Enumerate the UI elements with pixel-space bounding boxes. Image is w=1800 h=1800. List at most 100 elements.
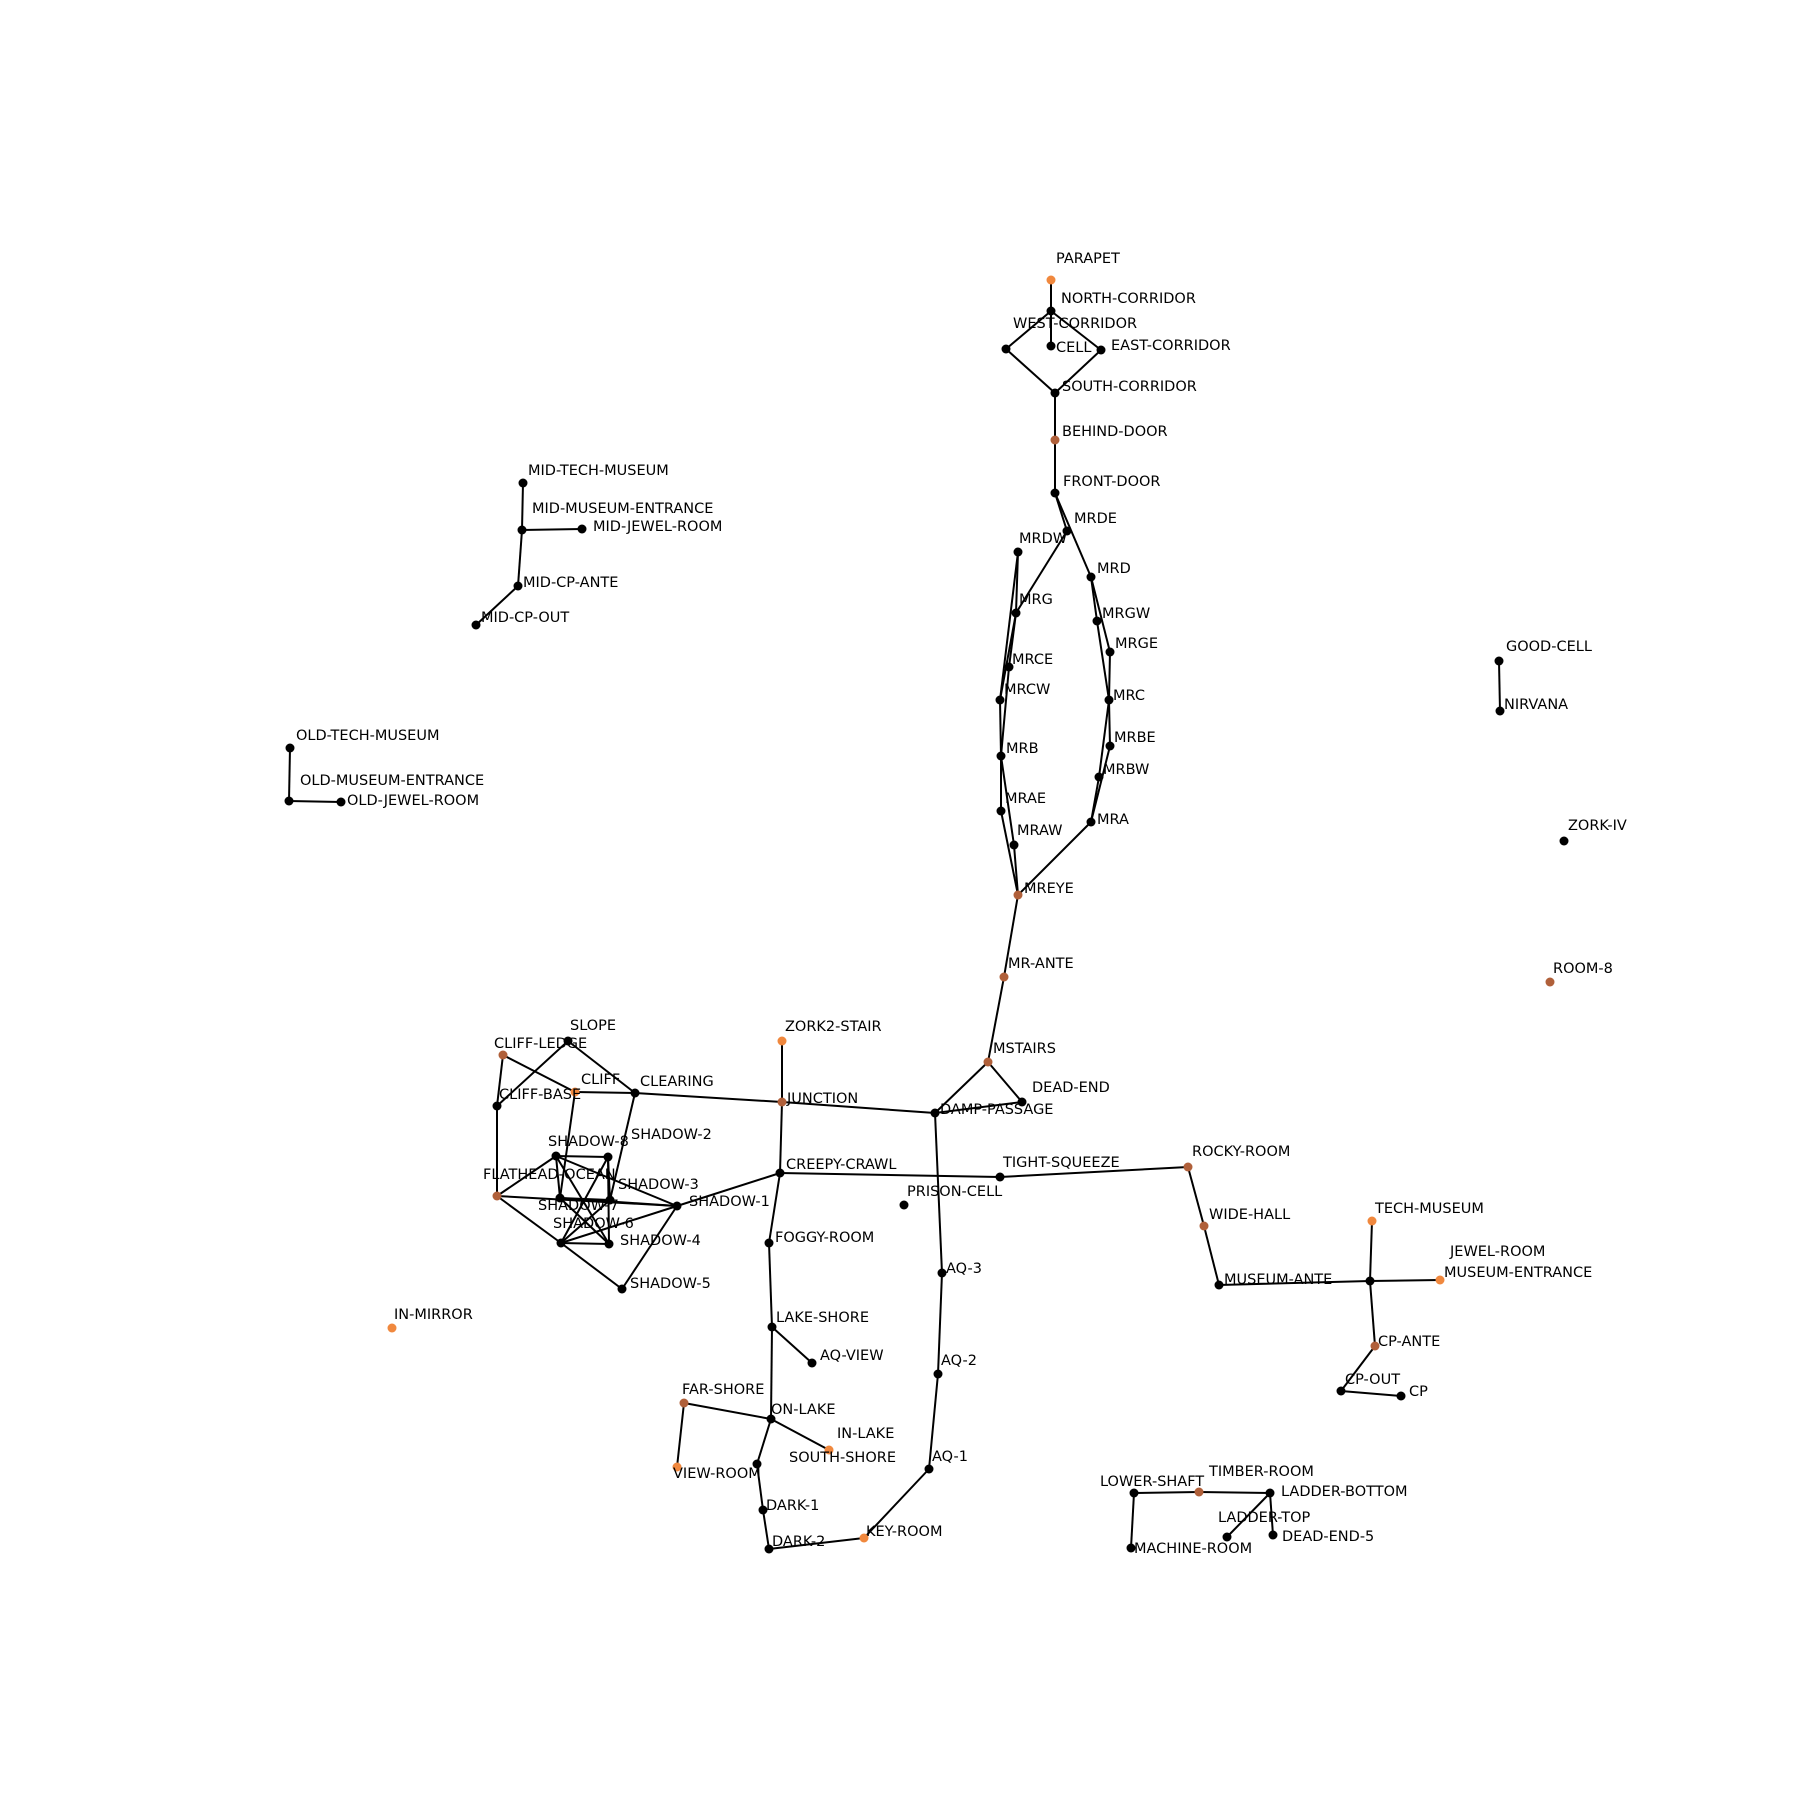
edge-museum-entrance-to-jewel-room — [1369, 1279, 1441, 1282]
node-label-shadow-3: SHADOW-3 — [618, 1177, 699, 1193]
edge-creepy-crawl-to-foggy-room — [768, 1172, 781, 1244]
edge-south-shore-to-on-lake — [756, 1418, 772, 1465]
node-mstairs — [983, 1057, 993, 1067]
edge-mrc-to-mrbw — [1098, 699, 1110, 778]
node-mrg — [1011, 608, 1021, 618]
node-mid-tech-museum — [518, 478, 528, 488]
edge-flathead-ocean-to-shadow-6 — [496, 1195, 562, 1244]
node-label-slope: SLOPE — [570, 1018, 616, 1034]
edge-cp-out-to-cp — [1340, 1390, 1402, 1397]
edge-mreye-to-mr-ante — [1003, 894, 1019, 978]
node-label-cp-ante: CP-ANTE — [1378, 1334, 1440, 1350]
node-label-far-shore: FAR-SHORE — [682, 1382, 764, 1398]
node-timber-room — [1194, 1487, 1204, 1497]
edge-shadow-1-to-creepy-crawl — [676, 1172, 781, 1207]
node-label-clearing: CLEARING — [640, 1074, 714, 1090]
node-west-corridor — [1001, 344, 1011, 354]
node-in-lake — [824, 1445, 834, 1455]
node-shadow-7 — [555, 1193, 565, 1203]
node-mid-museum-entrance — [517, 525, 527, 535]
node-aq-1 — [924, 1464, 934, 1474]
node-label-good-cell: GOOD-CELL — [1506, 639, 1592, 655]
node-label-in-lake: IN-LAKE — [837, 1426, 894, 1442]
node-label-jewel-room: JEWEL-ROOM — [1449, 1244, 1545, 1260]
edge-mid-tech-museum-to-mid-museum-entrance — [521, 482, 524, 531]
node-aq-3 — [937, 1268, 947, 1278]
edge-key-room-to-dark-2 — [768, 1537, 865, 1550]
node-label-shadow-6: SHADOW-6 — [553, 1216, 634, 1232]
edge-north-corridor-to-west-corridor — [1005, 310, 1052, 350]
node-label-mid-jewel-room: MID-JEWEL-ROOM — [593, 519, 722, 535]
edge-on-lake-to-far-shore — [683, 1402, 772, 1420]
edge-mrc-to-mrbe — [1108, 699, 1111, 747]
node-mrae — [996, 806, 1006, 816]
edge-dark-2-to-dark-1 — [762, 1509, 770, 1550]
node-label-foggy-room: FOGGY-ROOM — [775, 1230, 874, 1246]
node-mra — [1086, 817, 1096, 827]
node-creepy-crawl — [775, 1168, 785, 1178]
edge-mrd-to-mrge — [1090, 576, 1111, 653]
edge-old-museum-entrance-to-old-jewel-room — [288, 800, 342, 803]
node-label-mrb: MRB — [1006, 741, 1039, 757]
node-shadow-3 — [605, 1195, 615, 1205]
node-key-room — [859, 1533, 869, 1543]
node-aq-view — [807, 1358, 817, 1368]
node-mrdw — [1013, 547, 1023, 557]
edge-mstairs-to-damp-passage — [934, 1061, 989, 1114]
edge-clearing-to-junction — [634, 1092, 783, 1103]
node-zork-iv — [1559, 836, 1569, 846]
edge-junction-to-damp-passage — [781, 1101, 936, 1114]
edge-timber-room-to-ladder-bottom — [1198, 1491, 1271, 1494]
edge-junction-to-creepy-crawl — [779, 1101, 783, 1174]
node-lower-shaft — [1129, 1488, 1139, 1498]
node-label-aq-3: AQ-3 — [946, 1261, 982, 1277]
node-prison-cell — [899, 1200, 909, 1210]
node-label-mstairs: MSTAIRS — [993, 1041, 1056, 1057]
node-cp — [1396, 1391, 1406, 1401]
node-mid-cp-ante — [513, 581, 523, 591]
edge-shadow-6-to-shadow-5 — [560, 1242, 623, 1290]
edge-shadow-6-to-shadow-4 — [560, 1242, 610, 1245]
node-dark-1 — [758, 1505, 768, 1515]
node-label-damp-passage: DAMP-PASSAGE — [940, 1102, 1053, 1118]
node-tech-museum — [1367, 1216, 1377, 1226]
edge-mrg-to-mrcw — [999, 612, 1017, 701]
node-label-timber-room: TIMBER-ROOM — [1208, 1464, 1314, 1480]
node-label-cp-out: CP-OUT — [1345, 1372, 1400, 1388]
node-label-mrc: MRC — [1113, 688, 1145, 704]
edge-clearing-to-shadow-3 — [609, 1092, 636, 1201]
node-mr-ante — [999, 972, 1009, 982]
edge-north-corridor-to-east-corridor — [1050, 310, 1102, 351]
node-label-south-corridor: SOUTH-CORRIDOR — [1062, 379, 1197, 395]
node-label-in-mirror: IN-MIRROR — [394, 1307, 473, 1323]
edge-cliff-ledge-to-cliff-base — [496, 1054, 504, 1107]
edge-lower-shaft-to-timber-room — [1133, 1491, 1200, 1494]
node-mrd — [1086, 572, 1096, 582]
edge-mraw-to-mreye — [1013, 844, 1019, 896]
node-shadow-1 — [672, 1201, 682, 1211]
node-label-mrdw: MRDW — [1019, 531, 1067, 547]
node-south-corridor — [1050, 388, 1060, 398]
node-mrce — [1004, 662, 1014, 672]
node-label-museum-entrance: MUSEUM-ENTRANCE — [1444, 1265, 1592, 1281]
edge-dark-1-to-south-shore — [756, 1463, 764, 1511]
node-foggy-room — [764, 1238, 774, 1248]
node-room-8 — [1545, 977, 1555, 987]
edge-mrdw-to-mrcw — [999, 551, 1019, 701]
node-clearing — [630, 1088, 640, 1098]
node-old-jewel-room — [336, 797, 346, 807]
node-dark-2 — [764, 1544, 774, 1554]
node-label-tech-museum: TECH-MUSEUM — [1374, 1201, 1484, 1217]
node-label-shadow-8: SHADOW-8 — [548, 1134, 629, 1150]
node-label-old-museum-entrance: OLD-MUSEUM-ENTRANCE — [300, 773, 484, 789]
node-front-door — [1050, 488, 1060, 498]
edge-cliff-to-shadow-7 — [559, 1091, 576, 1199]
edge-mid-museum-entrance-to-mid-jewel-room — [521, 528, 583, 531]
edge-old-tech-museum-to-old-museum-entrance — [288, 747, 291, 802]
node-label-prison-cell: PRISON-CELL — [907, 1184, 1002, 1200]
node-label-mrd: MRD — [1097, 561, 1131, 577]
edges-layer — [288, 280, 1501, 1550]
node-old-museum-entrance — [284, 796, 294, 806]
edge-shadow-7-to-shadow-4 — [559, 1197, 610, 1245]
